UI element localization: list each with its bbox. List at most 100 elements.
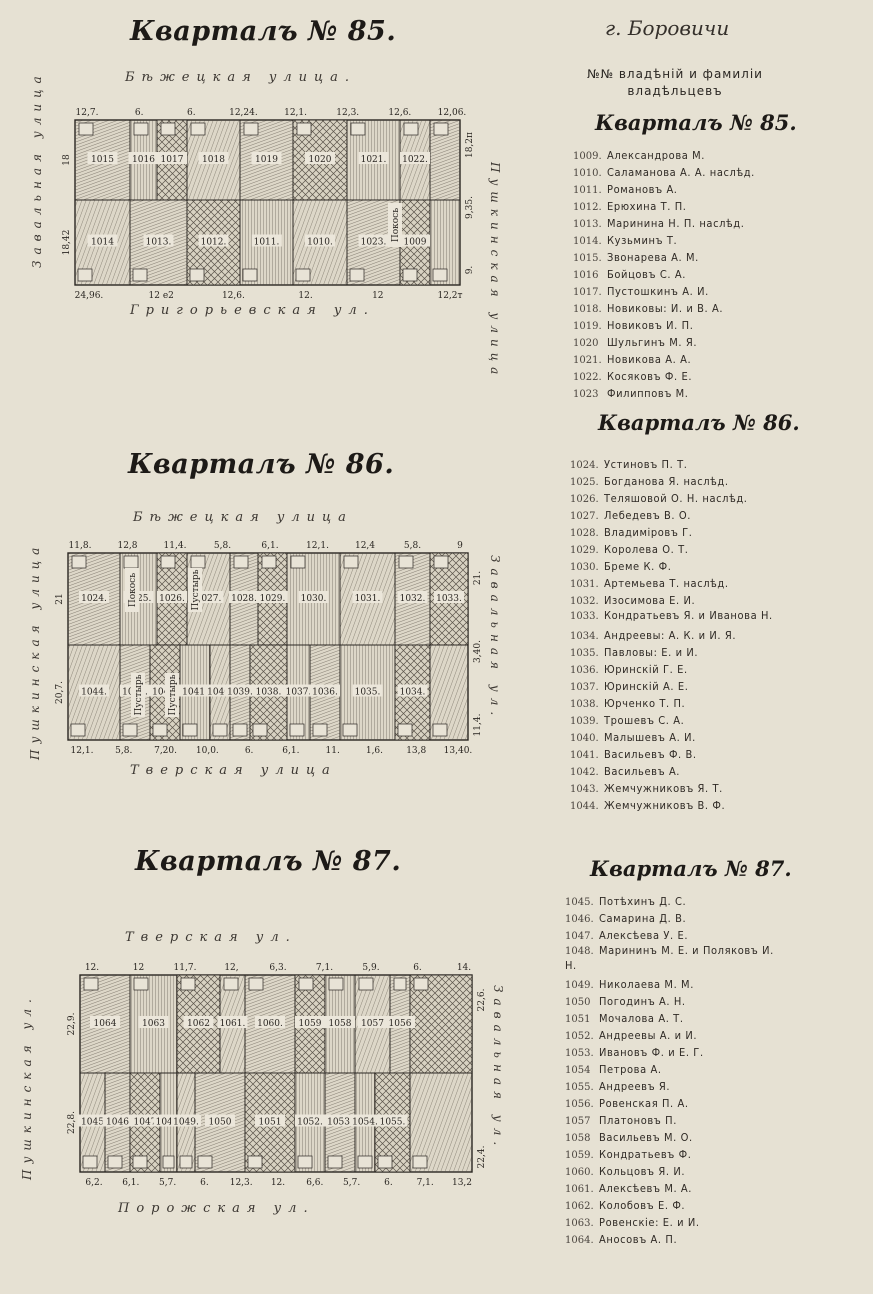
- label-bg: [102, 1114, 133, 1127]
- q85-street-right: Пушкинская улица: [488, 162, 502, 381]
- frontage-dimension: 12,2т: [437, 291, 462, 300]
- label-bg: [138, 1016, 169, 1028]
- owner-row: 1028.Владиміровъ Г.: [570, 524, 780, 541]
- owner-row: 1022.Косяковъ Ф. Е.: [573, 368, 755, 385]
- label-bg: [188, 568, 202, 612]
- owner-row: 1053.Ивановъ Ф. и Е. Г.: [565, 1044, 775, 1061]
- lot-number: 1021.: [361, 155, 387, 165]
- building: [162, 1155, 175, 1169]
- lot-number: 1011.: [254, 238, 280, 248]
- label-bg: [79, 591, 109, 603]
- frontage-dimension: 12,1.: [71, 746, 94, 756]
- owner-row: 1046.Самарина Д. В.: [565, 910, 775, 927]
- owner-name: Мочалова А. Т.: [599, 1012, 684, 1025]
- lot-number: 1055.: [380, 1118, 406, 1128]
- depth-dimension: 11,4.: [473, 713, 483, 736]
- building: [377, 1155, 393, 1169]
- lot-number: 1013.: [146, 238, 172, 248]
- owner-lot-number: 1019.: [573, 321, 602, 332]
- lot-number: 1049.: [173, 1118, 199, 1128]
- building: [343, 555, 359, 569]
- owner-lot-number: 1042.: [570, 767, 599, 778]
- label-bg: [171, 1114, 201, 1127]
- owner-lot-number: 1052.: [565, 1031, 594, 1042]
- depth-dimension: 20,7.: [55, 681, 65, 704]
- label-bg: [352, 591, 383, 603]
- owner-lot-number: 1056.: [565, 1099, 594, 1110]
- label-bg: [377, 1114, 408, 1127]
- owner-row: 1015.Звонарева А. М.: [573, 249, 755, 266]
- building: [232, 723, 248, 737]
- owner-row: 1036.Юринскій Г. Е.: [570, 661, 780, 678]
- owner-name: Андреевы: А. К. и И. Я.: [604, 629, 737, 642]
- owner-name: Алексѣева У. Е.: [599, 929, 689, 942]
- q87-owner-list: 1045.Потѣхинъ Д. С.1046.Самарина Д. В. 10…: [565, 893, 775, 1248]
- owner-row: 1009.Александрова М.: [573, 147, 755, 164]
- lot-number: 1039.: [227, 688, 253, 698]
- frontage-dimension: 12: [372, 291, 383, 300]
- owner-name: Андреевъ Я.: [599, 1080, 671, 1093]
- owner-row: 1055.Андреевъ Я.: [565, 1078, 775, 1095]
- building: [247, 1155, 263, 1169]
- owner-name: Андреевы А. и И.: [599, 1029, 698, 1042]
- owner-name: Трошевъ С. А.: [604, 714, 685, 727]
- owner-name: Марининъ М. Е. и Поляковъ И. Н.: [565, 944, 774, 972]
- owner-lot-number: 1024.: [570, 460, 599, 471]
- building: [296, 122, 312, 136]
- owner-row: 1021.Новикова А. А.: [573, 351, 755, 368]
- building: [82, 1155, 98, 1169]
- owner-row: 1045.Потѣхинъ Д. С.: [565, 893, 775, 910]
- building: [398, 555, 414, 569]
- owner-row: 1038.Юрченко Т. П.: [570, 695, 780, 712]
- frontage-dimension: 12.: [85, 963, 99, 973]
- q87-list-title: Кварталъ № 87.: [590, 856, 792, 881]
- owner-lot-number: 1037.: [570, 682, 599, 693]
- label-bg: [229, 591, 259, 603]
- owner-lot-number: 1041.: [570, 750, 599, 761]
- owner-lot-number: 1061.: [565, 1184, 594, 1195]
- building: [123, 555, 139, 569]
- building: [180, 977, 196, 991]
- owner-name: Кондратьевъ Я. и Иванова Н.: [604, 609, 773, 622]
- owner-lot-number: 1030.: [570, 562, 599, 573]
- owner-lot-number: 1009.: [573, 151, 602, 162]
- label-bg: [255, 1114, 285, 1127]
- q85-list-title: Кварталъ № 85.: [595, 110, 797, 135]
- owner-name: Кондратьевъ Ф.: [599, 1148, 692, 1161]
- owner-name: Королева О. Т.: [604, 543, 689, 556]
- owner-row: 1064.Аносовъ А. П.: [565, 1231, 775, 1248]
- frontage-dimension: 6.: [413, 963, 422, 973]
- lot-number: 1063: [142, 1019, 165, 1029]
- owner-lot-number: 1023: [573, 389, 599, 400]
- owner-name: Новиковы: И. и В. А.: [607, 302, 724, 315]
- frontage-dimension: 11,7.: [174, 963, 197, 973]
- q87-map-title: Кварталъ № 87.: [135, 846, 402, 877]
- building: [433, 555, 449, 569]
- owner-lot-number: 1063.: [565, 1218, 594, 1229]
- owner-row: 1013.Маринина Н. П. наслѣд.: [573, 215, 755, 232]
- building: [248, 977, 264, 991]
- lot-number: 1044.: [81, 688, 107, 698]
- label-bg: [180, 684, 210, 697]
- building: [327, 1155, 343, 1169]
- building: [349, 268, 365, 282]
- lot-number: 1026.: [159, 594, 185, 604]
- owner-row: 1014.Кузьминъ Т.: [573, 232, 755, 249]
- q87-street-left: Пушкинская ул.: [20, 993, 34, 1180]
- building: [328, 977, 344, 991]
- owner-row: 1030. Бреме К. Ф.: [570, 558, 780, 575]
- frontage-dimension: 5,8.: [404, 541, 421, 551]
- owner-name: Бойцовъ С. А.: [607, 268, 686, 281]
- owner-lot-number: 1011.: [573, 185, 602, 196]
- owner-name: Малышевъ А. И.: [604, 731, 696, 744]
- owner-name: Бреме К. Ф.: [604, 560, 672, 573]
- lot-number: 1041.: [182, 688, 208, 698]
- frontage-dimension: 12,1.: [284, 108, 307, 118]
- owner-row: 1029.Королева О. Т.: [570, 541, 780, 558]
- owner-lot-number: 1022.: [573, 372, 602, 383]
